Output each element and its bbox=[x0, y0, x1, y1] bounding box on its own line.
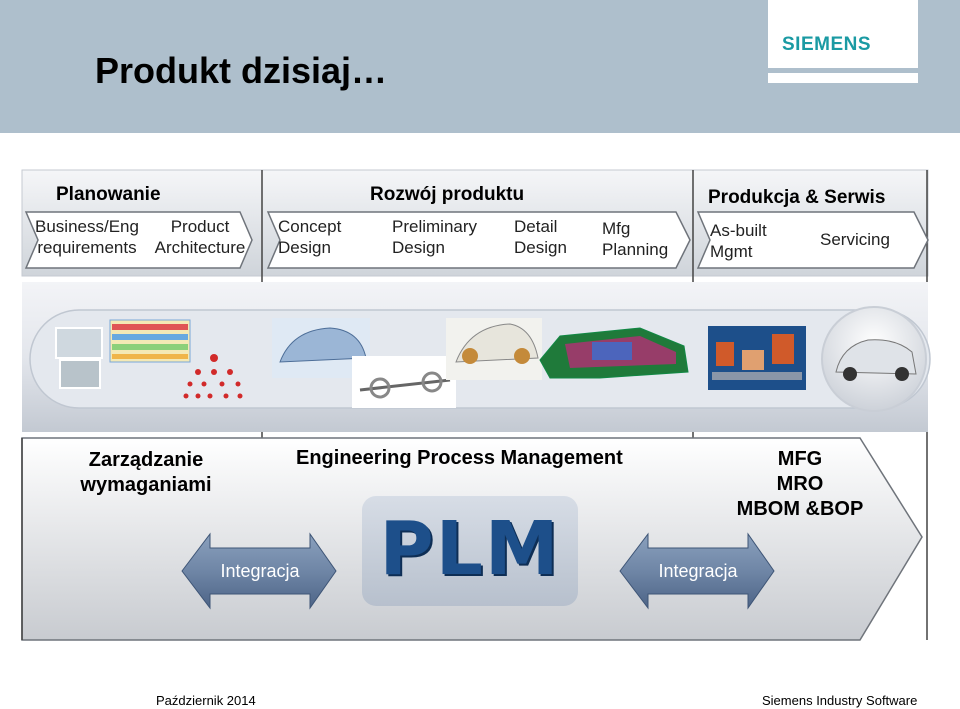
integration-arrow-left bbox=[181, 532, 337, 610]
production-images bbox=[708, 306, 927, 412]
footer-date: Październik 2014 bbox=[156, 693, 256, 708]
slide-title: Produkt dzisiaj… bbox=[95, 50, 388, 91]
footer-company: Siemens Industry Software bbox=[762, 693, 918, 708]
phase-title-planning: Planowanie bbox=[56, 184, 161, 205]
logo-text: SIEMENS bbox=[782, 34, 872, 55]
integration-label-right: Integracja bbox=[658, 561, 738, 581]
phase-title-production: Produkcja & Serwis bbox=[708, 187, 886, 208]
planning-images bbox=[55, 319, 243, 399]
plm-box bbox=[362, 496, 578, 606]
development-images bbox=[272, 318, 689, 408]
tree-icon bbox=[183, 354, 243, 399]
siemens-logo: SIEMENS bbox=[768, 0, 918, 68]
planning-chevrons bbox=[24, 211, 253, 269]
logo-strip bbox=[768, 73, 918, 83]
phase-title-development: Rozwój produktu bbox=[370, 184, 525, 205]
integration-label-left: Integracja bbox=[220, 561, 300, 581]
step-servicing: Servicing bbox=[820, 230, 890, 249]
plm-logo-text: PLM bbox=[379, 506, 561, 592]
label-engineering-process-management: Engineering Process Management bbox=[296, 447, 623, 469]
development-chevrons bbox=[266, 211, 691, 269]
integration-arrow-right bbox=[619, 532, 775, 610]
production-chevrons bbox=[696, 211, 929, 269]
